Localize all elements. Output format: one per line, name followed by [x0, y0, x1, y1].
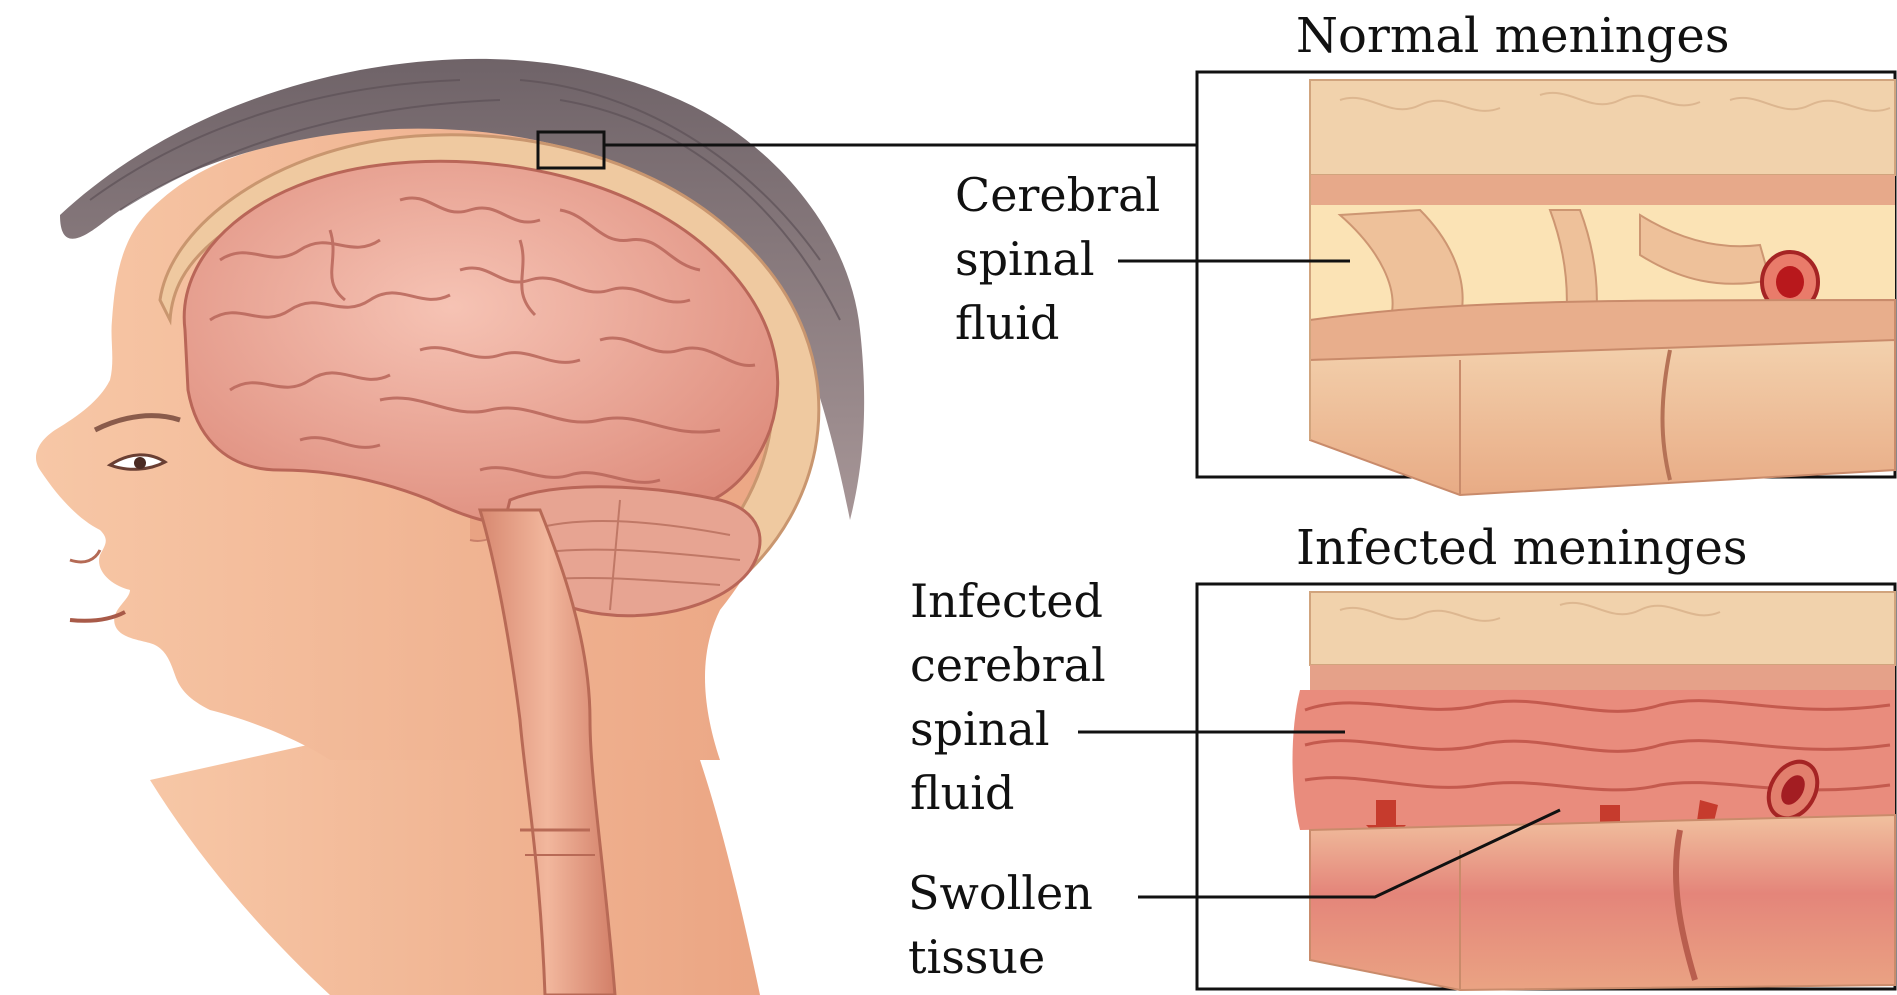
swollen-label-line-2: tissue [908, 934, 1045, 980]
brain-block-normal [1310, 340, 1895, 495]
csf-label-line-2: spinal [955, 236, 1095, 282]
swollen-label-line-1: Swollen [908, 870, 1093, 916]
head-illustration [36, 59, 864, 995]
infected-csf-label-line-2: cerebral [910, 642, 1106, 688]
infected-csf-label-line-3: spinal [910, 706, 1050, 752]
infected-meninges-panel [1197, 584, 1895, 990]
brain-block-infected [1310, 815, 1895, 990]
csf-label-line-3: fluid [955, 300, 1059, 346]
infected-csf-label-line-1: Infected [910, 578, 1103, 624]
csf-label-line-1: Cerebral [955, 172, 1160, 218]
normal-meninges-title: Normal meninges [1296, 12, 1729, 60]
infected-csf-label-line-4: fluid [910, 770, 1014, 816]
normal-meninges-panel [1197, 72, 1895, 495]
infected-meninges-title: Infected meninges [1296, 524, 1747, 572]
